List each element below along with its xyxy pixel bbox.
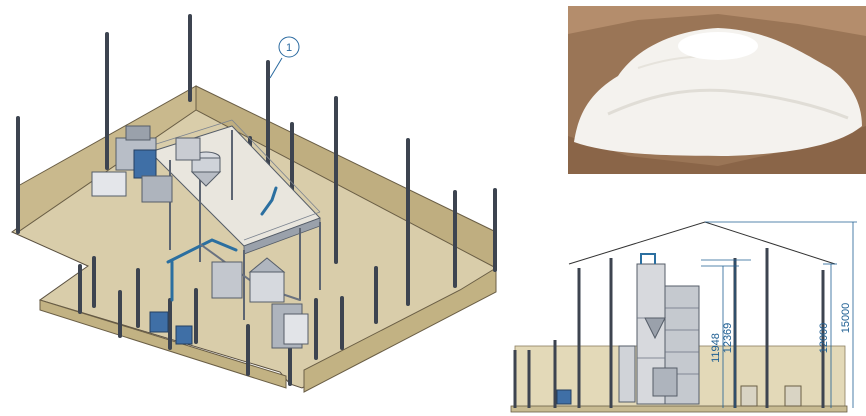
dimension-15000: 15000 bbox=[840, 303, 852, 334]
processing-equipment-center bbox=[211, 257, 309, 349]
elevation-drawing: 11948 12369 12000 15000 bbox=[510, 221, 857, 413]
dimension-12000: 12000 bbox=[818, 323, 830, 354]
elevation-door-2 bbox=[784, 385, 802, 407]
front-wall-right bbox=[303, 267, 497, 393]
bag-fold-top bbox=[568, 6, 866, 36]
blue-motor-units bbox=[149, 311, 193, 345]
dimension-11948: 11948 bbox=[710, 333, 722, 363]
elevation-floor bbox=[510, 405, 848, 413]
bag-fold-bottom bbox=[568, 126, 866, 174]
isometric-plant-view: 1 bbox=[11, 14, 497, 393]
callout-label: 1 bbox=[286, 42, 292, 54]
flour-bag-photo bbox=[568, 6, 866, 174]
roof-outline bbox=[568, 221, 836, 265]
front-wall-left bbox=[39, 299, 287, 389]
flour-heap bbox=[574, 28, 862, 156]
processing-equipment-left bbox=[91, 125, 201, 203]
dimension-lines bbox=[701, 221, 857, 408]
elevation-view: 11948 12369 12000 15000 bbox=[505, 218, 866, 416]
callout-marker: 1 bbox=[269, 36, 300, 79]
flour-bag-illustration bbox=[568, 6, 866, 174]
elevation-door-1 bbox=[740, 385, 758, 407]
elevation-tower bbox=[618, 253, 700, 405]
dimension-12369: 12369 bbox=[722, 323, 734, 354]
isometric-plant-drawing: 1 bbox=[11, 14, 497, 393]
elevation-blue-motor bbox=[556, 389, 572, 405]
building-columns bbox=[16, 14, 497, 386]
